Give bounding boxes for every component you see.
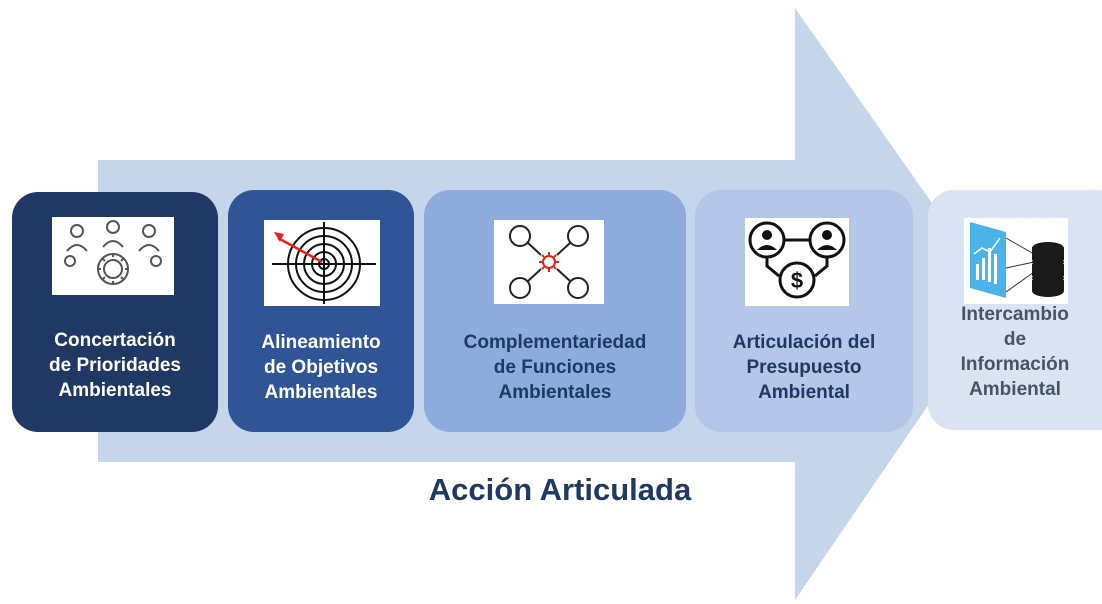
step-label: Concertación de Prioridades Ambientales bbox=[12, 328, 218, 403]
step-label-line: Ambiental bbox=[758, 382, 850, 403]
step-label-line: Ambiental bbox=[969, 379, 1061, 400]
step-label-line: de bbox=[1003, 329, 1027, 350]
network-gear-icon bbox=[494, 220, 604, 304]
diagram-title: Acción Articulada bbox=[428, 472, 692, 507]
step-label: Intercambio de Información Ambiental bbox=[928, 302, 1102, 402]
people-gear-icon bbox=[52, 217, 174, 295]
step-label-line: de Objetivos bbox=[263, 357, 379, 378]
data-exchange-icon bbox=[964, 218, 1068, 304]
step-alineamiento: Alineamiento de Objetivos Ambientales bbox=[228, 190, 414, 432]
step-complementariedad: Complementariedad de Funciones Ambiental… bbox=[424, 190, 686, 432]
step-label-line: Ambientales bbox=[58, 380, 172, 401]
step-label-line: Articulación del bbox=[732, 332, 876, 353]
step-label-line: Complementariedad bbox=[463, 332, 647, 353]
step-label: Alineamiento de Objetivos Ambientales bbox=[228, 330, 414, 405]
step-label-line: Presupuesto bbox=[746, 357, 862, 378]
step-label-line: Alineamiento bbox=[261, 332, 381, 353]
step-label-line: Intercambio bbox=[961, 304, 1069, 325]
step-articulacion-presupuesto: $ Articulación del Presupuesto Ambiental bbox=[695, 190, 913, 432]
svg-text:$: $ bbox=[791, 268, 803, 293]
step-label: Complementariedad de Funciones Ambiental… bbox=[424, 330, 686, 405]
target-arrow-icon bbox=[264, 220, 380, 306]
step-label-line: Concertación bbox=[54, 330, 176, 351]
step-concertacion: Concertación de Prioridades Ambientales bbox=[12, 192, 218, 432]
step-label-line: de Funciones bbox=[493, 357, 617, 378]
step-label-line: de Prioridades bbox=[49, 355, 181, 376]
step-intercambio-informacion: Intercambio de Información Ambiental bbox=[928, 190, 1102, 430]
step-label-line: Ambientales bbox=[498, 382, 612, 403]
step-label: Articulación del Presupuesto Ambiental bbox=[695, 330, 913, 405]
step-label-line: Ambientales bbox=[264, 382, 378, 403]
step-label-line: Información bbox=[960, 354, 1070, 375]
people-money-icon: $ bbox=[745, 218, 849, 306]
